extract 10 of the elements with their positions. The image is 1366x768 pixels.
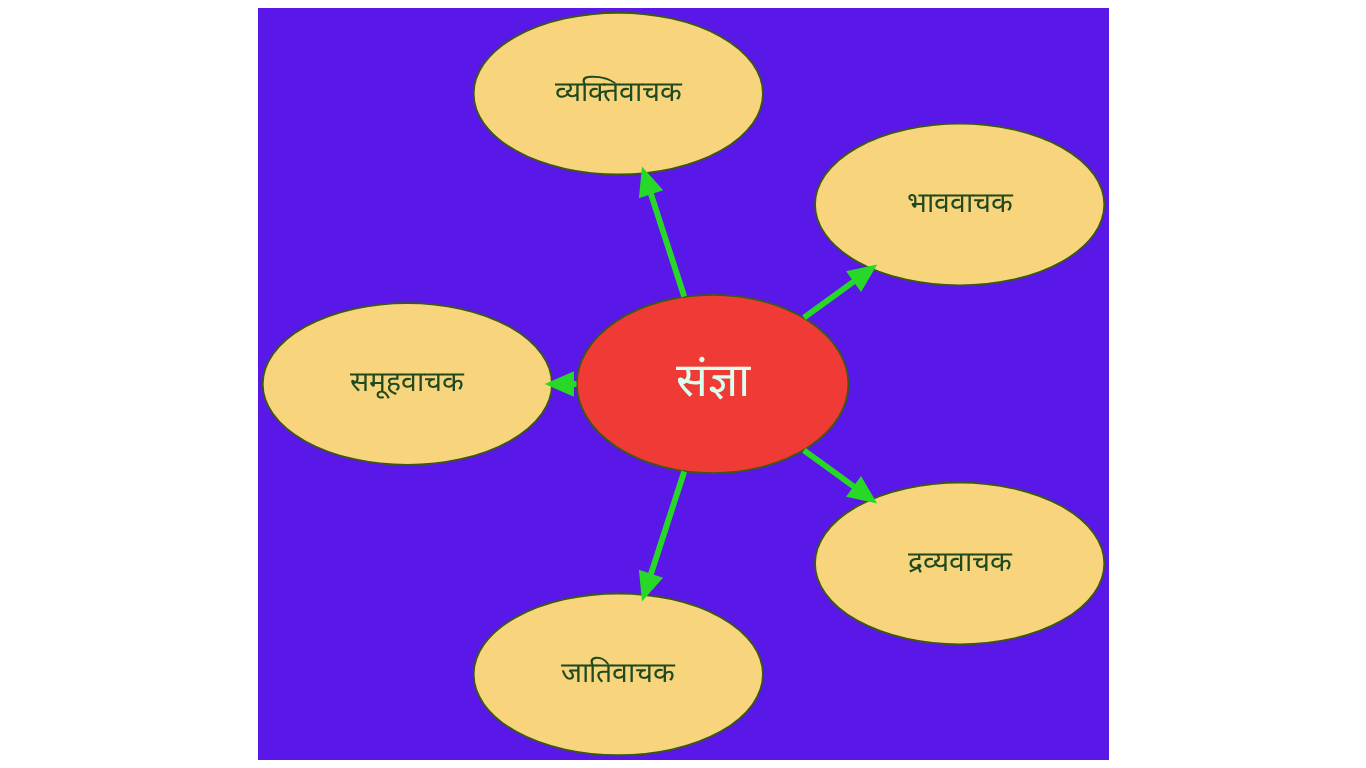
- arrow: [638, 470, 687, 602]
- node-ellipse: समूहवाचक: [261, 302, 553, 466]
- arrow: [638, 166, 687, 298]
- node-ellipse: जातिवाचक: [472, 592, 764, 757]
- node-ellipse: द्रव्यवाचक: [813, 481, 1105, 646]
- arrow: [801, 447, 877, 504]
- node-ellipse: संज्ञा: [575, 293, 849, 474]
- node-ellipse: व्यक्तिवाचक: [472, 11, 764, 176]
- node-ellipse: भाववाचक: [813, 122, 1105, 287]
- arrow: [801, 264, 877, 321]
